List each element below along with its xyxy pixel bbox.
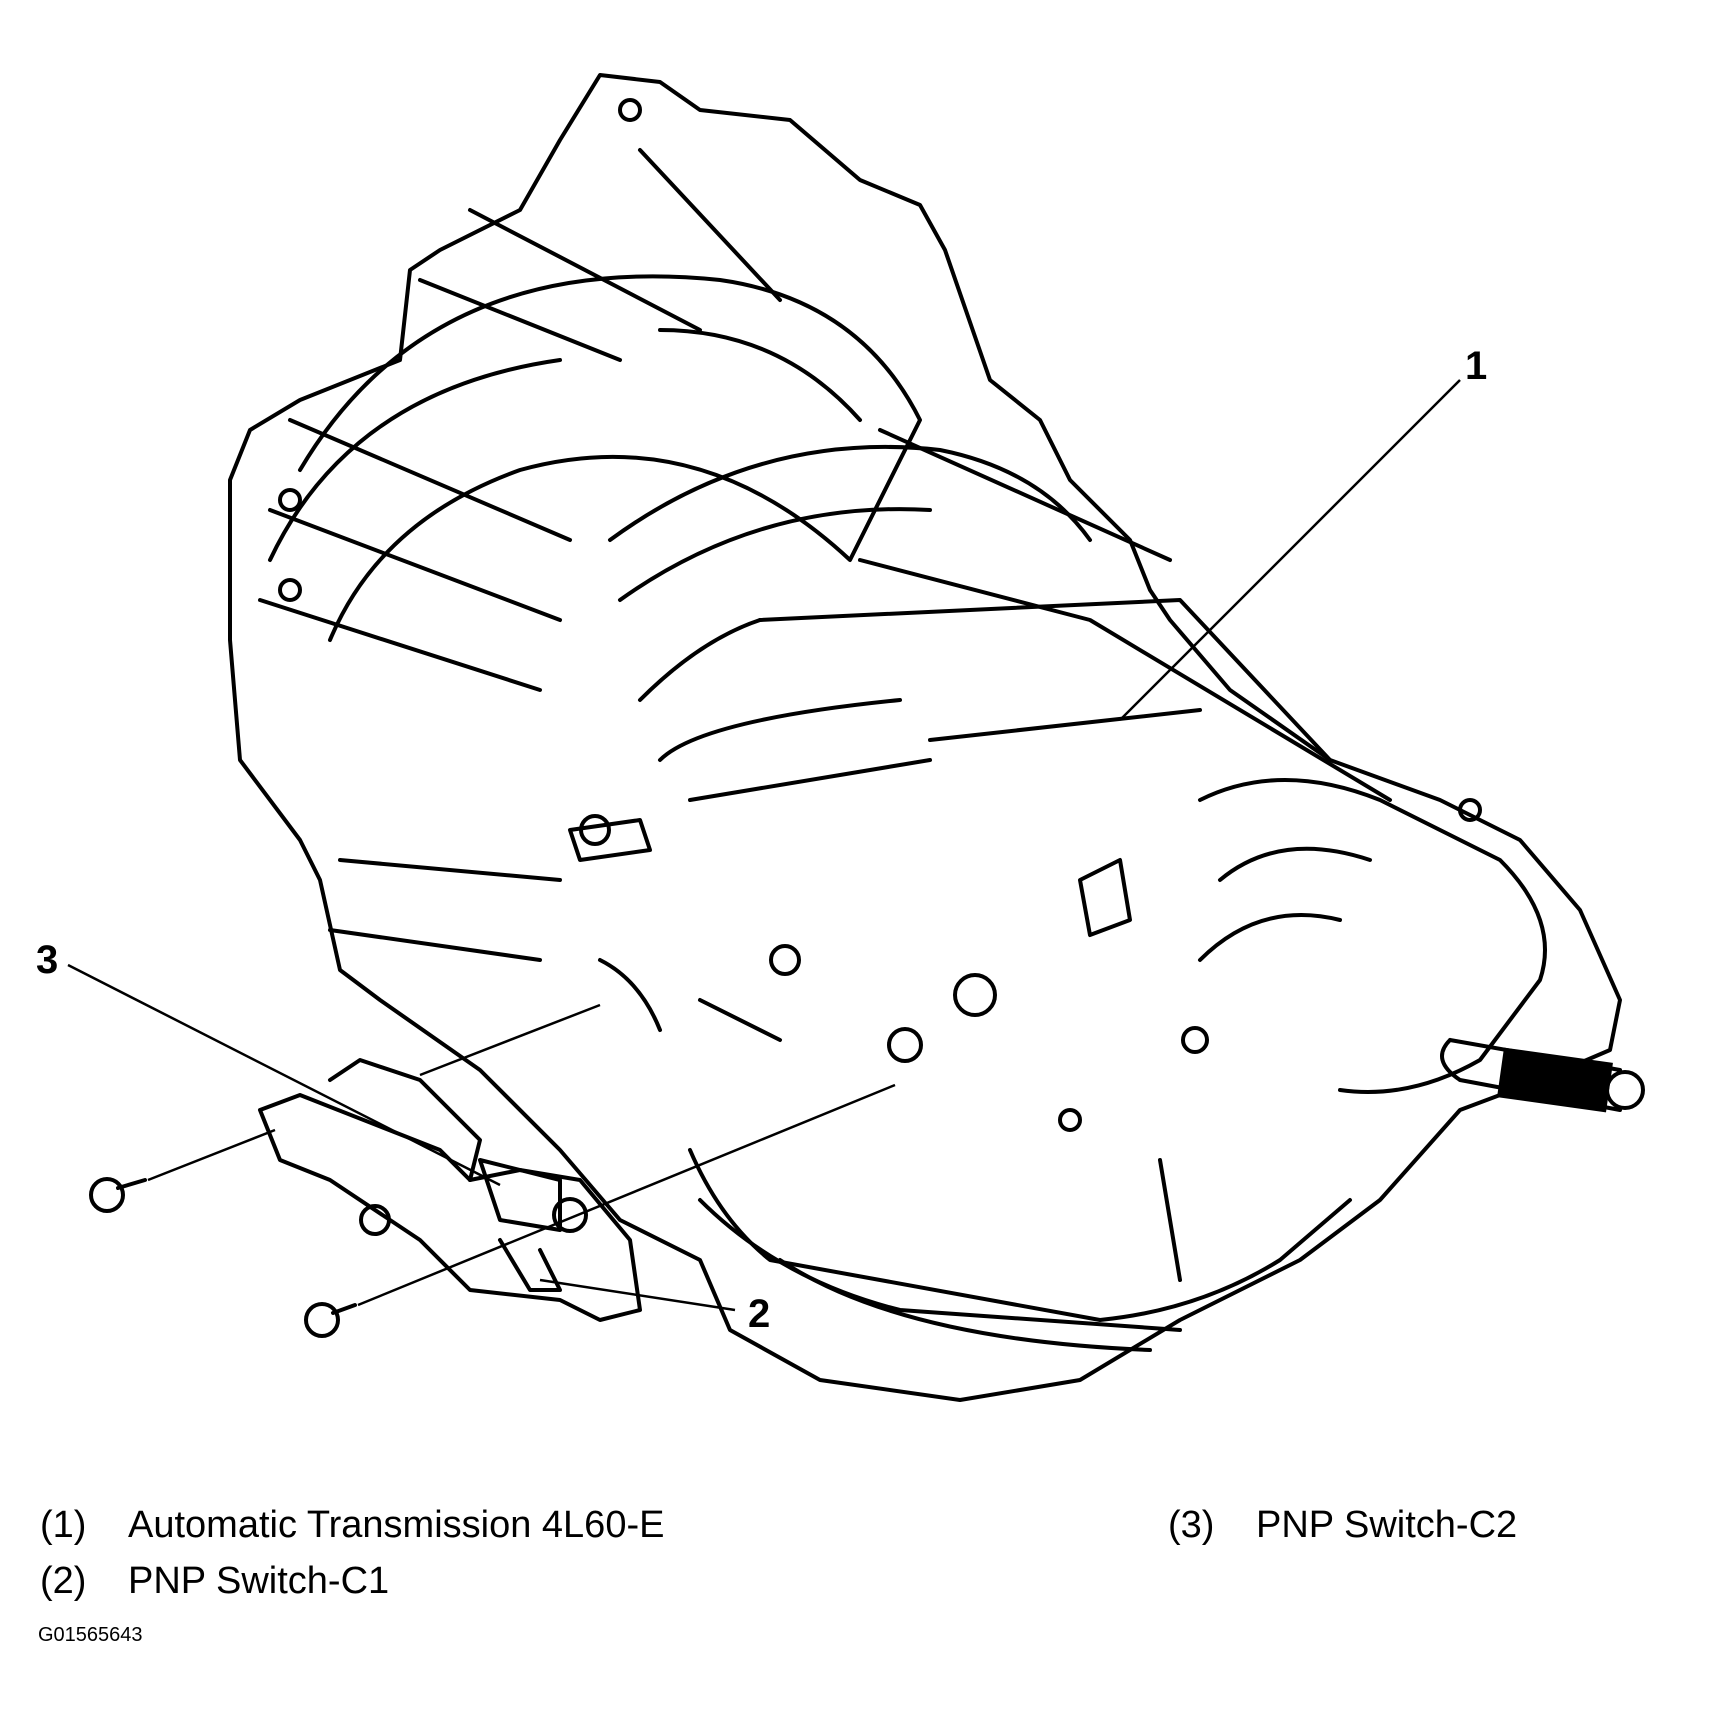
bolt-upper xyxy=(89,1177,147,1213)
legend-item-1: (1) Automatic Transmission 4L60-E xyxy=(40,1506,664,1544)
legend-label: PNP Switch-C1 xyxy=(128,1560,390,1602)
legend-number: (2) xyxy=(40,1560,87,1602)
transmission-diagram xyxy=(67,73,1645,1402)
callout-1-leader xyxy=(1119,379,1461,721)
callout-2-leader xyxy=(539,1278,736,1312)
callout-3-leader xyxy=(67,963,501,1187)
bolt-lower xyxy=(304,1302,357,1338)
legend-label: Automatic Transmission 4L60-E xyxy=(128,1504,665,1546)
legend-label: PNP Switch-C2 xyxy=(1256,1504,1518,1546)
bell-housing-outline xyxy=(228,73,1622,1402)
callout-2-number: 2 xyxy=(748,1292,771,1336)
legend-item-2: (2) PNP Switch-C1 xyxy=(40,1562,389,1600)
legend-item-3: (3) PNP Switch-C2 xyxy=(1168,1506,1517,1544)
oil-pan xyxy=(688,1148,1352,1322)
callout-3-number: 3 xyxy=(36,938,59,982)
legend-number: (3) xyxy=(1168,1504,1215,1546)
callout-1-number: 1 xyxy=(1465,344,1488,388)
figure-code: G01565643 xyxy=(38,1624,143,1646)
legend-number: (1) xyxy=(40,1504,87,1546)
